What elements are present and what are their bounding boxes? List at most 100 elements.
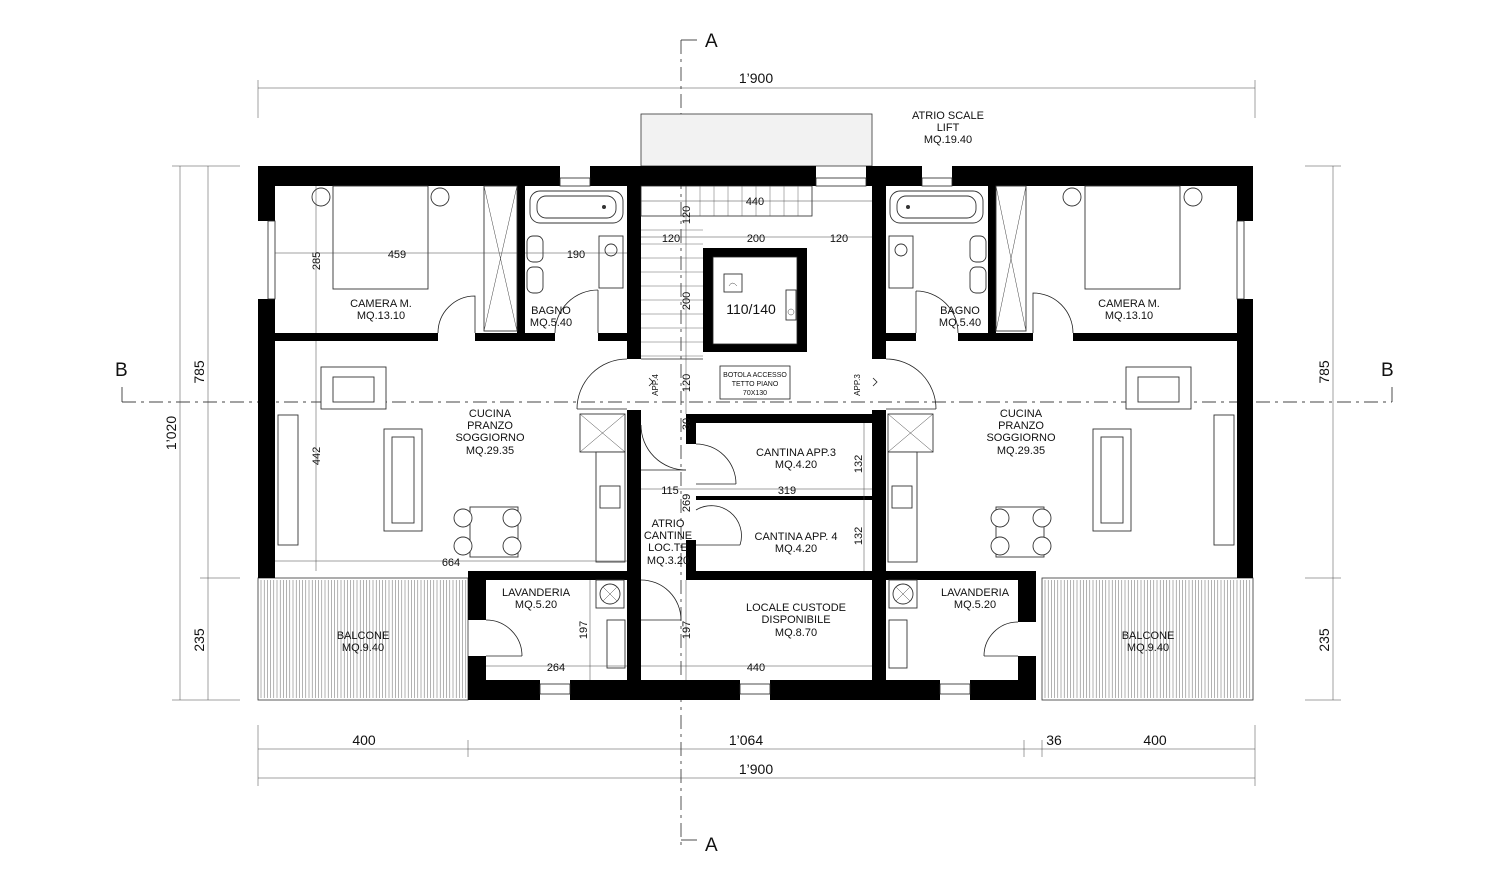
dim-132-b: 132 (853, 527, 865, 545)
svg-text:MQ.29.35: MQ.29.35 (466, 445, 514, 457)
label-cantina-app4: CANTINA APP. 4 MQ.4.20 (755, 531, 838, 555)
svg-text:BALCONE: BALCONE (1122, 630, 1175, 642)
label-lavanderia-left: LAVANDERIA MQ.5.20 (502, 587, 571, 611)
section-line-a (680, 39, 697, 845)
svg-text:BAGNO: BAGNO (531, 305, 571, 317)
inner-dimension-lines (275, 186, 872, 680)
bathroom-fixtures-left (526, 190, 624, 294)
dim-total-top: 1’900 (739, 70, 773, 86)
label-cantina-app3: CANTINA APP.3 MQ.4.20 (756, 447, 836, 471)
dim-440-bottom: 440 (747, 662, 765, 674)
dim-120-b: 120 (830, 233, 848, 245)
label-balcone-left: BALCONE MQ.9.40 (337, 630, 390, 654)
dim-264: 264 (547, 662, 565, 674)
svg-text:ATRIO: ATRIO (652, 518, 685, 530)
dim-440-top: 440 (746, 196, 764, 208)
svg-text:MQ.4.20: MQ.4.20 (775, 543, 817, 555)
section-marker-a-top: A (705, 31, 718, 52)
dim-197-b: 197 (681, 621, 693, 639)
dim-bottom-mid: 1’064 (729, 732, 763, 748)
walls (258, 166, 1253, 700)
svg-text:CAMERA M.: CAMERA M. (350, 298, 412, 310)
label-lavanderia-right: LAVANDERIA MQ.5.20 (941, 587, 1010, 611)
svg-text:SOGGIORNO: SOGGIORNO (986, 432, 1056, 444)
dim-197-a: 197 (578, 621, 590, 639)
svg-text:TETTO PIANO: TETTO PIANO (732, 381, 779, 388)
dim-left-upper: 785 (191, 360, 207, 384)
bed-left (311, 185, 518, 332)
svg-text:70X130: 70X130 (743, 390, 767, 397)
dim-120-a: 120 (662, 233, 680, 245)
dim-bottom-36: 36 (1046, 732, 1062, 748)
dim-right-upper: 785 (1316, 360, 1332, 384)
dim-left-lower: 235 (191, 628, 207, 652)
balcone-left-decking (257, 577, 469, 701)
dim-442: 442 (311, 447, 323, 465)
stair-canopy (640, 113, 873, 167)
living-furniture-right (887, 366, 1235, 563)
svg-text:MQ.3.20: MQ.3.20 (647, 555, 689, 567)
svg-text:MQ.9.40: MQ.9.40 (1127, 642, 1169, 654)
dim-132-a: 132 (853, 455, 865, 473)
svg-text:CUCINA: CUCINA (1000, 408, 1043, 420)
roof-hatch (719, 365, 791, 400)
label-atrio-scale: ATRIO SCALE LIFT MQ.19.40 (912, 110, 984, 146)
svg-text:ATRIO SCALE: ATRIO SCALE (912, 110, 984, 122)
svg-text:CUCINA: CUCINA (469, 408, 512, 420)
label-camera-right: CAMERA M. MQ.13.10 (1098, 298, 1160, 322)
svg-text:PRANZO: PRANZO (998, 420, 1044, 432)
svg-text:PRANZO: PRANZO (467, 420, 513, 432)
dimension-lines (172, 80, 1341, 786)
svg-text:CANTINA APP. 4: CANTINA APP. 4 (755, 531, 838, 543)
svg-text:MQ.5.40: MQ.5.40 (939, 317, 981, 329)
svg-text:LOC.TE: LOC.TE (648, 542, 688, 554)
svg-text:MQ.5.40: MQ.5.40 (530, 317, 572, 329)
dim-459: 459 (388, 249, 406, 261)
balcone-right-decking (1041, 577, 1254, 701)
label-app3: APP.3 (853, 374, 862, 396)
living-furniture-left (277, 366, 626, 563)
dim-bottom-left: 400 (352, 732, 376, 748)
svg-text:MQ.19.40: MQ.19.40 (924, 134, 972, 146)
bed-right (995, 185, 1203, 332)
dim-120-c: 120 (681, 206, 693, 224)
svg-text:MQ.4.20: MQ.4.20 (775, 459, 817, 471)
svg-text:MQ.5.20: MQ.5.20 (954, 599, 996, 611)
arrow-app4 (648, 377, 654, 387)
dim-115: 115 (661, 485, 679, 497)
label-balcone-right: BALCONE MQ.9.40 (1122, 630, 1175, 654)
svg-text:MQ.8.70: MQ.8.70 (775, 627, 817, 639)
svg-text:CANTINE: CANTINE (644, 530, 692, 542)
bathroom-fixtures-right (888, 190, 987, 294)
dim-left-height: 1’020 (163, 416, 179, 450)
svg-text:MQ.5.20: MQ.5.20 (515, 599, 557, 611)
label-bagno-right: BAGNO MQ.5.40 (939, 305, 981, 329)
svg-text:CANTINA APP.3: CANTINA APP.3 (756, 447, 836, 459)
svg-text:BAGNO: BAGNO (940, 305, 980, 317)
label-locale-custode: LOCALE CUSTODE DISPONIBILE MQ.8.70 (746, 602, 846, 639)
svg-text:MQ.9.40: MQ.9.40 (342, 642, 384, 654)
staircase (640, 185, 813, 360)
doors (437, 289, 1074, 657)
svg-text:DISPONIBILE: DISPONIBILE (761, 614, 830, 626)
svg-text:BOTOLA ACCESSO: BOTOLA ACCESSO (723, 372, 787, 379)
svg-text:SOGGIORNO: SOGGIORNO (455, 432, 525, 444)
dim-285: 285 (311, 252, 323, 270)
label-bagno-left: BAGNO MQ.5.40 (530, 305, 572, 329)
dim-30: 30 (681, 418, 693, 430)
svg-text:BALCONE: BALCONE (337, 630, 390, 642)
dim-bottom-right: 400 (1143, 732, 1167, 748)
arrow-app3 (872, 377, 878, 387)
label-cucina-left: CUCINA PRANZO SOGGIORNO MQ.29.35 (455, 408, 525, 457)
dim-269: 269 (681, 494, 693, 512)
lift-car (712, 256, 798, 345)
label-botola: BOTOLA ACCESSO TETTO PIANO 70X130 (723, 372, 787, 397)
laundry-fixtures (595, 579, 918, 669)
svg-text:LAVANDERIA: LAVANDERIA (941, 587, 1010, 599)
dim-190: 190 (567, 249, 585, 261)
windows (267, 177, 1245, 695)
label-camera-left: CAMERA M. MQ.13.10 (350, 298, 412, 322)
label-app4: APP.4 (651, 374, 660, 396)
svg-text:MQ.29.35: MQ.29.35 (997, 445, 1045, 457)
